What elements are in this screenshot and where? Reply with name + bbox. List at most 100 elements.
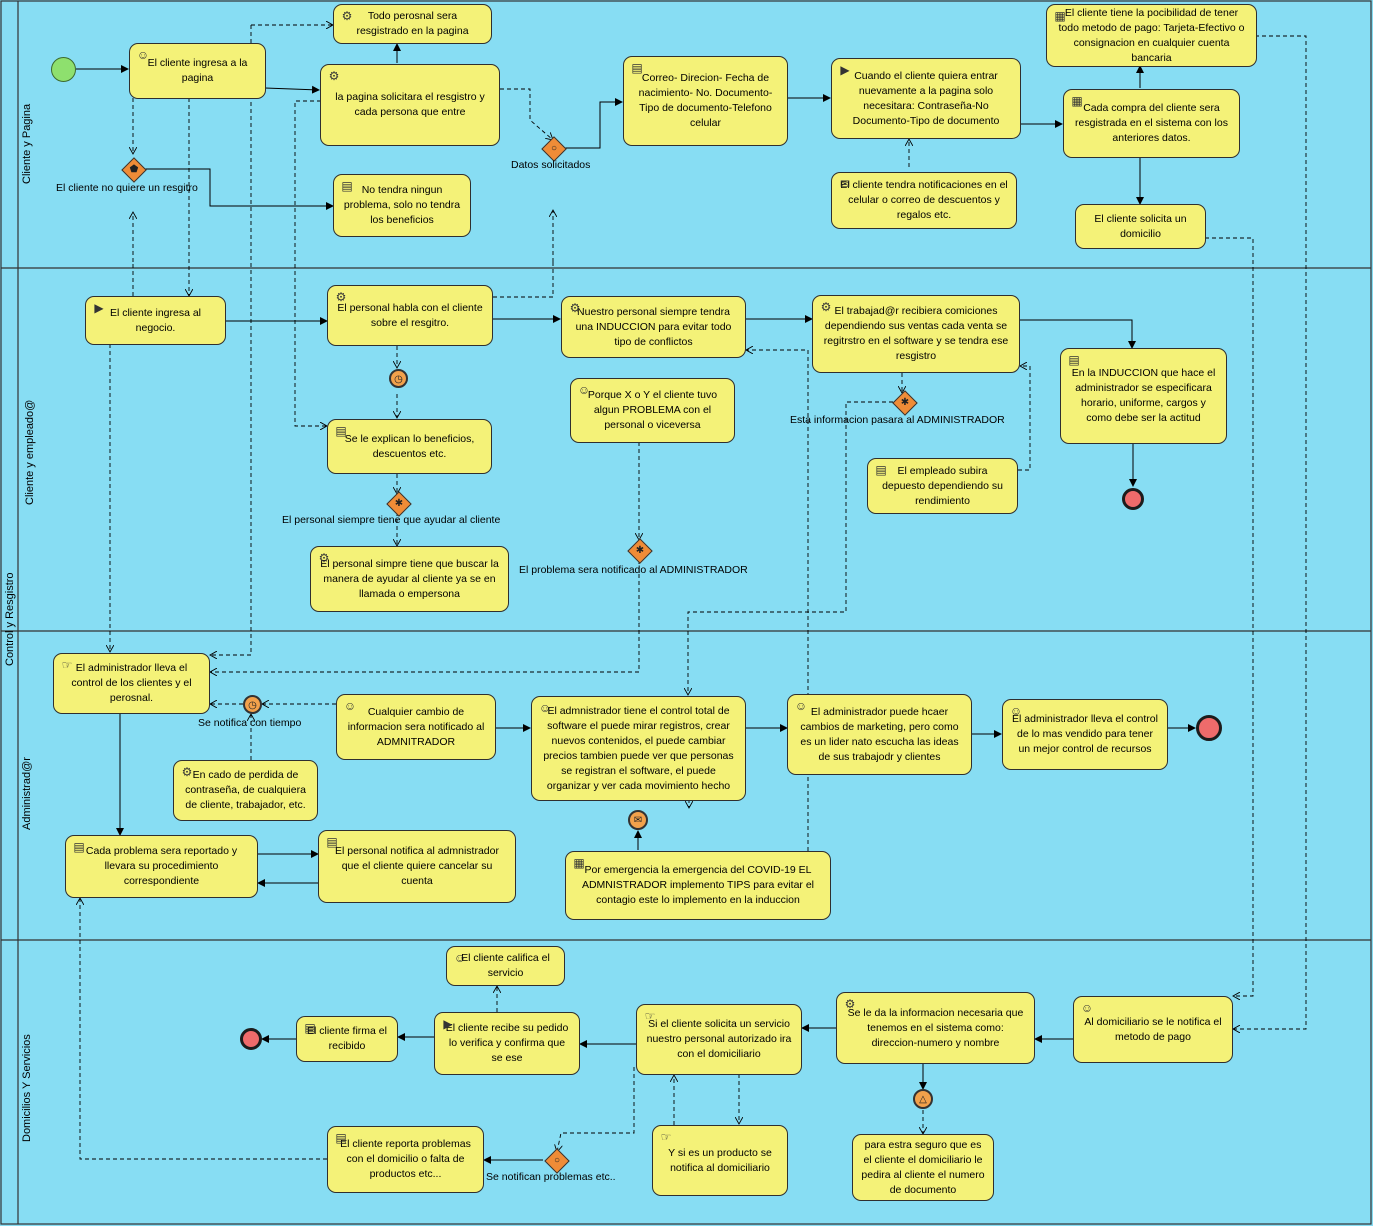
task-ingresa-negocio[interactable]: ▶El cliente ingresa al negocio. bbox=[85, 296, 226, 345]
task-induccion[interactable]: ⚙Nuestro personal siempre tendra una IND… bbox=[561, 296, 746, 358]
event-label-tiempo: Se notifica con tiempo bbox=[198, 717, 302, 729]
script-icon: ▤ bbox=[631, 61, 643, 75]
task-notificaciones[interactable]: ✉El cliente tendra notificaciones en el … bbox=[831, 172, 1017, 229]
circle-icon: ○ bbox=[553, 1155, 561, 1166]
gear-icon: ⚙ bbox=[328, 69, 340, 83]
task-al-domiciliario[interactable]: ☺Al domiciliario se le notifica el metod… bbox=[1073, 996, 1233, 1063]
task-todo-personal[interactable]: ⚙Todo perosnal sera resgistrado en la pa… bbox=[333, 4, 492, 44]
task-personal-notifica[interactable]: ▤El personal notifica al admnistrador qu… bbox=[318, 830, 516, 903]
gear-icon: ⚙ bbox=[569, 301, 581, 315]
task-recibe[interactable]: ▶El cliente recibe su pedido lo verifica… bbox=[434, 1012, 580, 1075]
script-icon: ▤ bbox=[335, 1131, 347, 1145]
send-icon: ▶ bbox=[840, 63, 850, 77]
task-por-emergencia[interactable]: ▦Por emergencia la emergencia del COVID-… bbox=[565, 851, 831, 920]
envelope-icon: ✉ bbox=[839, 177, 851, 191]
send-icon: ▶ bbox=[443, 1017, 453, 1031]
task-correo[interactable]: ▤Correo- Direcion- Fecha de nacimiento- … bbox=[623, 56, 788, 146]
task-cualquier-cambio[interactable]: ☺Cualquier cambio de informacion sera no… bbox=[336, 694, 496, 760]
gateway-label-datos: Datos solicitados bbox=[511, 159, 591, 171]
lane-label-administrador: Administrad@r bbox=[21, 757, 33, 830]
table-icon: ▦ bbox=[1071, 94, 1083, 108]
lane-label-cliente-empleado: Cliente y empleado@ bbox=[24, 399, 36, 505]
task-solicita-domicilio[interactable]: El cliente solicita un domicilio bbox=[1075, 204, 1206, 249]
lane-label-domicilios: Domicilios Y Servicios bbox=[21, 1034, 33, 1142]
task-para-estar[interactable]: para estra seguro que es el cliente el d… bbox=[852, 1134, 994, 1201]
task-pagina-solicita[interactable]: ⚙la pagina solicitara el resgistro y cad… bbox=[320, 64, 500, 146]
task-admin-hcaer[interactable]: ☺El administrador puede hcaer cambios de… bbox=[787, 694, 972, 775]
user-icon: ☺ bbox=[1009, 704, 1023, 718]
task-admin-tiene[interactable]: ☺El admnistrador tiene el control total … bbox=[531, 696, 746, 801]
table-icon: ▦ bbox=[1054, 9, 1066, 23]
task-explican[interactable]: ▤Se le explican lo beneficios, descuento… bbox=[327, 419, 492, 474]
signal-event-triangle-icon[interactable]: △ bbox=[913, 1089, 933, 1109]
user-icon: ☺ bbox=[794, 699, 808, 713]
asterisk-icon: ✱ bbox=[900, 397, 910, 408]
gateway-label-problema: El problema sera notificado al ADMINISTR… bbox=[519, 564, 748, 576]
task-cada-problema[interactable]: ▤Cada problema sera reportado y llevara … bbox=[65, 835, 258, 898]
task-admin-mas-vendido[interactable]: ☺El administrador lleva el control de lo… bbox=[1002, 699, 1168, 770]
gear-icon: ⚙ bbox=[335, 290, 347, 304]
task-si-solicita[interactable]: ☞Si el cliente solicita un servicio nues… bbox=[636, 1004, 802, 1075]
task-admin-lleva[interactable]: ☞El administrador lleva el control de lo… bbox=[53, 653, 210, 714]
task-personal-habla[interactable]: ⚙El personal habla con el cliente sobre … bbox=[327, 285, 493, 346]
timer-event-tiempo-clock-icon[interactable]: ◷ bbox=[243, 695, 262, 714]
script-icon: ▤ bbox=[341, 179, 353, 193]
end-event-admin[interactable] bbox=[1196, 715, 1222, 741]
gateway-label-esta-info: Esta informacion pasara al ADMINISTRADOR bbox=[790, 414, 1005, 426]
lane-label-cliente-pagina: Cliente y Pagina bbox=[21, 103, 33, 184]
script-icon: ▤ bbox=[304, 1021, 316, 1035]
script-icon: ▤ bbox=[1068, 353, 1080, 367]
task-y-si[interactable]: ☞Y si es un producto se notifica al domi… bbox=[652, 1125, 788, 1196]
gear-icon: ⚙ bbox=[844, 997, 856, 1011]
user-icon: ☺ bbox=[538, 701, 552, 715]
task-trabajador[interactable]: ⚙El trabajad@r recibiera comiciones depe… bbox=[812, 295, 1020, 373]
gateway-label-notifican: Se notifican problemas etc.. bbox=[486, 1171, 616, 1183]
timer-event-clock-icon[interactable]: ◷ bbox=[389, 369, 408, 388]
script-icon: ▤ bbox=[326, 835, 338, 849]
asterisk-icon: ✱ bbox=[394, 498, 404, 509]
user-icon: ☺ bbox=[343, 699, 357, 713]
manual-icon: ☞ bbox=[644, 1009, 656, 1023]
start-event[interactable] bbox=[51, 57, 76, 82]
user-icon: ☺ bbox=[1080, 1001, 1094, 1015]
task-no-tendra[interactable]: ▤No tendra ningun problema, solo no tend… bbox=[333, 174, 471, 237]
asterisk-icon: ✱ bbox=[635, 545, 645, 556]
pentagon-icon: ⬟ bbox=[129, 164, 139, 175]
task-cuando-cliente[interactable]: ▶Cuando el cliente quiera entrar nuevame… bbox=[831, 58, 1021, 139]
gear-icon: ⚙ bbox=[318, 551, 330, 565]
task-en-induccion[interactable]: ▤En la INDUCCION que hace el administrad… bbox=[1060, 348, 1227, 444]
task-cada-compra[interactable]: ▦Cada compra del cliente sera resgistrad… bbox=[1063, 89, 1240, 158]
table-icon: ▦ bbox=[573, 856, 585, 870]
message-event-envelope-icon[interactable]: ✉ bbox=[628, 810, 648, 830]
script-icon: ▤ bbox=[335, 424, 347, 438]
task-califica[interactable]: ☺El cliente califica el servicio bbox=[446, 946, 565, 986]
task-reporta[interactable]: ▤El cliente reporta problemas con el dom… bbox=[327, 1126, 484, 1193]
gateway-label-ayudar: El personal siempre tiene que ayudar al … bbox=[282, 514, 501, 526]
task-empleado-subira[interactable]: ▤El empleado subira depuesto dependiendo… bbox=[867, 458, 1018, 514]
circle-icon: ○ bbox=[550, 143, 558, 154]
end-event-domicilios[interactable] bbox=[240, 1028, 262, 1050]
gear-icon: ⚙ bbox=[820, 300, 832, 314]
script-icon: ▤ bbox=[875, 463, 887, 477]
task-personal-simpre[interactable]: ⚙El personal simpre tiene que buscar la … bbox=[310, 546, 509, 612]
task-firma[interactable]: ▤El cliente firma el recibido bbox=[296, 1016, 398, 1062]
user-icon: ☺ bbox=[136, 48, 150, 62]
task-porque[interactable]: ☺Porque X o Y el cliente tuvo algun PROB… bbox=[570, 378, 735, 443]
script-icon: ▤ bbox=[73, 840, 85, 854]
manual-icon: ☞ bbox=[660, 1130, 672, 1144]
task-posibilidad[interactable]: ▦El cliente tiene la pocibilidad de tene… bbox=[1046, 4, 1257, 67]
task-ingresa-pagina[interactable]: ☺El cliente ingresa a la pagina bbox=[129, 43, 266, 99]
user-icon: ☺ bbox=[453, 951, 467, 965]
end-event-induccion[interactable] bbox=[1122, 488, 1144, 510]
pool-label: Control y Resgistro bbox=[4, 572, 16, 666]
send-icon: ▶ bbox=[94, 301, 104, 315]
gear-icon: ⚙ bbox=[341, 9, 353, 23]
task-se-le-da[interactable]: ⚙Se le da la informacion necesaria que t… bbox=[836, 992, 1035, 1064]
gateway-label-no-quiere: El cliente no quiere un resgitro bbox=[56, 182, 198, 194]
task-en-cado[interactable]: ⚙En cado de perdida de contraseña, de cu… bbox=[173, 760, 318, 821]
manual-icon: ☞ bbox=[61, 658, 73, 672]
user-icon: ☺ bbox=[577, 383, 591, 397]
gear-icon: ⚙ bbox=[181, 765, 193, 779]
